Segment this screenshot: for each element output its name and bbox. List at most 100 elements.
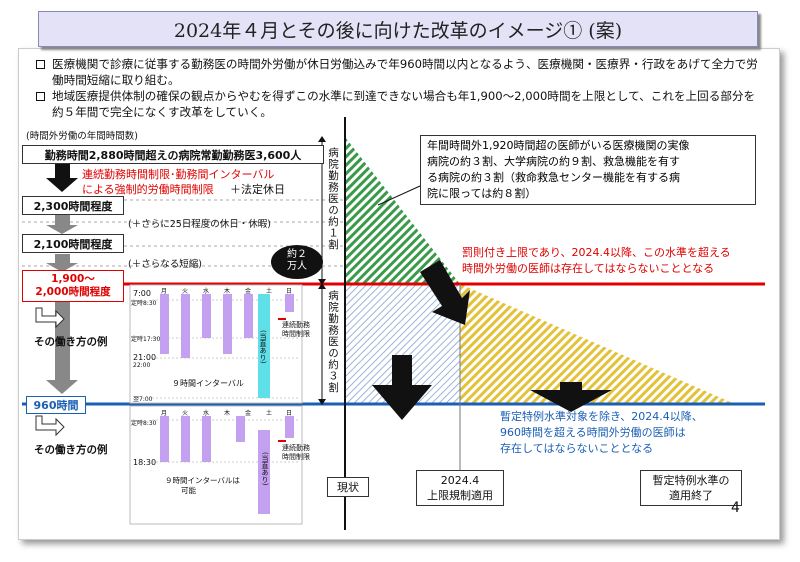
sched2-bar-sun (285, 416, 294, 438)
sched2-consecutive-2: 時間制限 (282, 453, 310, 461)
box-end-line1: 暫定特例水準の (652, 474, 730, 487)
example-label-1: その働き方の例 (34, 336, 108, 348)
blue-limit-line2: 960時間を超える時間外労働の医師は (500, 426, 686, 439)
sched1-day-5: 土 (266, 288, 273, 295)
red-limit-line2: 時間外労働の医師は存在してはならないこととなる (462, 262, 715, 275)
sched1-bar-sun (285, 294, 294, 312)
sched2-consecutive-1: 連続勤務 (282, 444, 310, 452)
schedule-panel-2 (129, 405, 303, 525)
sched1-t-next7: 翌7:00 (133, 396, 153, 403)
yellow-region (460, 284, 735, 404)
green-region (345, 137, 460, 284)
sched2-interval-1: ９時間インターバルは (165, 476, 240, 485)
sched2-bar-tue (181, 416, 190, 462)
bracket-arrow-down-2 (318, 399, 326, 405)
outline-arrow-1 (35, 307, 65, 329)
sched2-day-4: 金 (245, 410, 252, 417)
sched1-bars (160, 294, 294, 398)
sched2-bar-thu (236, 416, 245, 442)
callout-line: 年間時間外1,920時間超の医師がいる医療機関の実像 (427, 139, 690, 152)
callout-line: 院に限っては約８割） (427, 187, 537, 200)
bubble-line2: 万人 (287, 261, 307, 272)
sched2-day-1: 火 (182, 410, 189, 417)
black-note: ＋法定休日 (230, 183, 285, 196)
black-arrow-down-big (372, 355, 432, 420)
sched1-consecutive-2: 時間制限 (282, 330, 310, 338)
sched2-consecutive: 連続勤務 時間制限 (282, 444, 310, 462)
sched1-label-end: 定時17:30 (131, 336, 161, 343)
black-arrow-down-wide (530, 382, 612, 412)
sched1-label-start: 定時8:30 (131, 300, 157, 307)
bullet-list: 医療機関で診療に従事する勤務医の時間外労働が休日労働込みで年960時間以内となる… (30, 56, 760, 120)
sched1-t-21: 21:00 (133, 353, 157, 362)
sched1-consecutive-1: 連続勤務 (282, 321, 310, 329)
sched2-day-5: 土 (266, 410, 273, 417)
sched1-day-0: 月 (161, 288, 168, 295)
sched1-bar-mon (160, 294, 169, 354)
box-top-3600: 勤務時間2,880時間超えの病院常勤勤務医3,600人 (22, 145, 324, 164)
sched1-bar-wed (202, 294, 211, 338)
sched2-day-3: 木 (224, 410, 231, 417)
sched1-day-3: 木 (224, 288, 231, 295)
sched1-limit-mark (278, 318, 286, 320)
box-960: 960時間 (26, 396, 86, 414)
note-short: (＋さらなる短縮) (128, 259, 202, 270)
box-end-line2: 適用終了 (669, 489, 713, 502)
sched1-day-1: 火 (182, 288, 189, 295)
red-note-2: による強制的労働時間制限 (82, 183, 214, 196)
callout-line: 病院の約３割、大学病院の約９割、救急機能を有す (427, 155, 680, 168)
blue-limit-text: 暫定特例水準対象を除き、2024.4以降、 960時間を超える時間外労働の医師は… (500, 409, 703, 457)
sched1-interval-label: ９時間インターバル (172, 379, 244, 388)
sched2-interval: ９時間インターバルは 可能 (165, 476, 240, 496)
callout-line: る病院の約３割（救命救急センター機能を有する病 (427, 171, 680, 184)
sched2-day-2: 水 (203, 410, 210, 417)
sched1-bar-thu (223, 294, 232, 354)
box-2024-regulation: 2024.4 上限規制適用 (416, 470, 504, 506)
box-2024-line1: 2024.4 (440, 474, 480, 487)
callout-pointer (377, 185, 421, 206)
example-label-2: その働き方の例 (34, 444, 108, 456)
sched2-bar-wed (202, 416, 211, 462)
sched2-limit-mark (278, 440, 286, 442)
sched2-oncall: (当直あり) (261, 452, 269, 486)
sched2-interval-2: 可能 (181, 486, 196, 495)
sched2-bar-oncall (258, 430, 270, 514)
bracket-arrow-up-1 (318, 136, 326, 142)
black-arrow-diagonal (420, 260, 470, 325)
sched2-t-1830: 18:30 (133, 458, 157, 467)
box-special-end: 暫定特例水準の 適用終了 (640, 470, 742, 506)
blue-limit-line3: 存在してはならないこととなる (500, 442, 654, 455)
gray-arrow-down-2 (46, 254, 78, 272)
gray-arrow-down-1 (46, 215, 78, 234)
sched1-day-2: 水 (203, 288, 210, 295)
sched2-bar-mon (160, 416, 169, 462)
callout-box: 年間時間外1,920時間超の医師がいる医療機関の実像 病院の約３割、大学病院の約… (420, 135, 756, 205)
bubble-line1: 約２ (287, 249, 307, 260)
gray-arrow-down-3 (46, 300, 78, 394)
count-bubble-text: 約２ 万人 (283, 249, 311, 273)
sched1-bar-tue (181, 294, 190, 358)
schedule-panel-1 (129, 284, 303, 404)
sched1-t-start: 7:00 (133, 289, 151, 298)
sched1-bar-fri (244, 294, 253, 338)
sched2-label-start: 定時8:30 (131, 420, 157, 427)
outline-arrow-2 (35, 415, 65, 437)
bullet-item: 地域医療提供体制の確保の観点からやむを得ずこの水準に到達できない場合も年1,90… (30, 88, 760, 120)
sched2-day-0: 月 (161, 410, 168, 417)
sched1-oncall: (当直あり) (259, 330, 267, 364)
blue-limit-line1: 暫定特例水準対象を除き、2024.4以降、 (500, 410, 703, 423)
note-25-days: (＋さらに25日程度の休日・休暇) (128, 219, 272, 230)
sched1-consecutive: 連続勤務 時間制限 (282, 321, 310, 339)
black-arrow-down-1 (46, 162, 78, 192)
current-label: 現状 (327, 477, 369, 497)
sched1-bar-oncall (258, 294, 270, 398)
red-limit-text: 罰則付き上限であり、2024.4以降、この水準を超える 時間外労働の医師は存在し… (462, 245, 731, 277)
sched2-bars (160, 416, 294, 514)
box-1900-line2: 2,000時間程度 (35, 286, 111, 298)
box-1900-2000: 1,900～ 2,000時間程度 (22, 270, 124, 302)
bullet-item: 医療機関で診療に従事する勤務医の時間外労働が休日労働込みで年960時間以内となる… (30, 56, 760, 88)
bracket-arrow-down-1 (318, 279, 326, 285)
sched1-day-4: 金 (245, 288, 252, 295)
sched1-t-22: 22:00 (133, 362, 151, 369)
